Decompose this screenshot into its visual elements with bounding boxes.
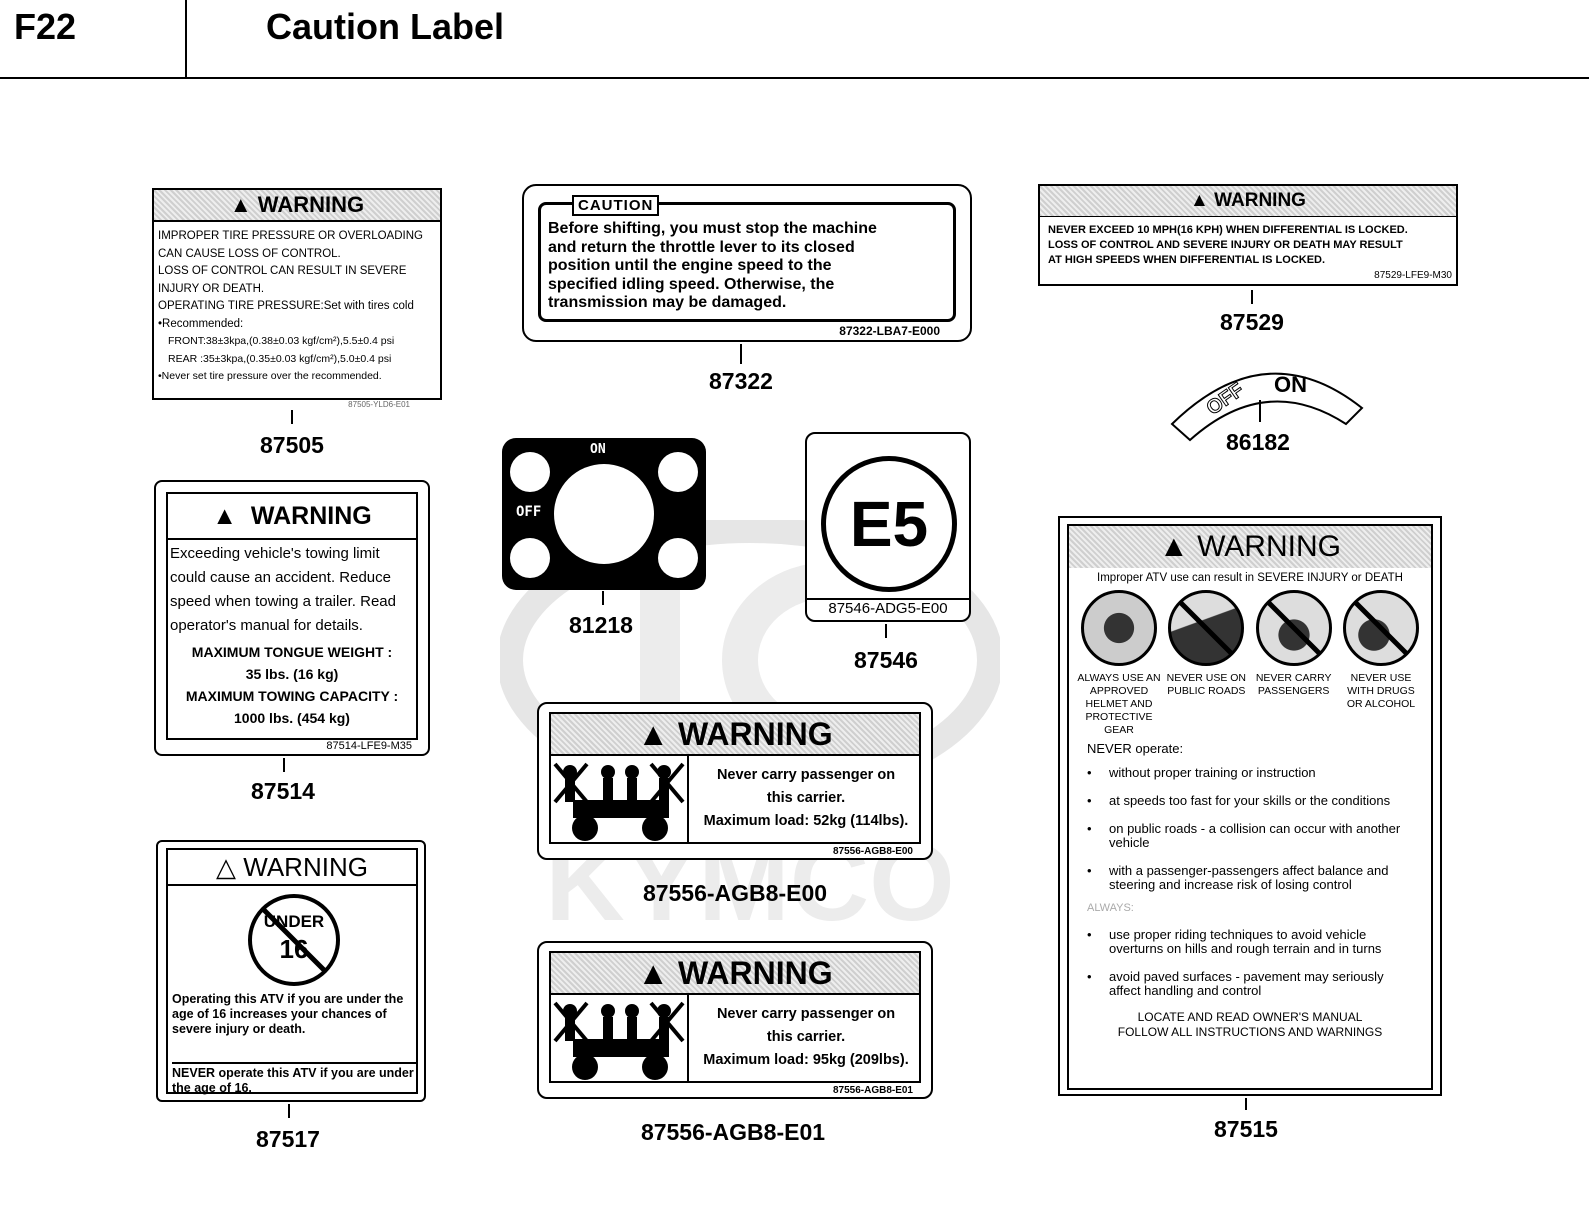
warning-triangle-icon: ▲: [637, 954, 678, 991]
hole: [658, 452, 698, 492]
label-81218: ON OFF: [502, 438, 706, 590]
inner-frame: ▲ WARNING Never carry passenger on this …: [549, 951, 921, 1083]
helmet-icon: [1081, 590, 1157, 666]
part-number: 87546: [854, 647, 918, 673]
label-87556-agb8-e01: ▲ WARNING Never carry passenger on this …: [537, 941, 933, 1099]
label-body: Never carry passenger on this carrier. M…: [703, 1006, 909, 1068]
part-number: 86182: [1226, 429, 1290, 455]
leader-line: [602, 591, 604, 605]
never-section: NEVER operate: •without proper training …: [1069, 741, 1431, 998]
part-number: 87556-AGB8-E01: [640, 1119, 826, 1145]
leader-line: [1245, 1098, 1247, 1110]
header-divider: [185, 0, 187, 78]
label-87515: ▲ WARNING Improper ATV use can result in…: [1058, 516, 1442, 1096]
passengers-item: NEVER CARRY PASSENGERS: [1252, 590, 1336, 737]
label-code: 87546-ADG5-E00: [807, 598, 969, 617]
label-87517: △ WARNING UNDER 16 Operating this ATV if…: [156, 840, 426, 1102]
warning-header: ▲ WARNING: [168, 494, 416, 540]
page-code: F22: [14, 6, 77, 47]
page-title: Caution Label: [266, 6, 505, 47]
leader-line: [1251, 290, 1253, 304]
caution-frame: [538, 202, 956, 322]
icon-row: ALWAYS USE AN APPROVED HELMET AND PROTEC…: [1069, 590, 1431, 737]
no-public-roads-icon: [1168, 590, 1245, 666]
part-number: 87556-AGB8-E00: [642, 880, 828, 906]
inner-frame: △ WARNING UNDER 16 Operating this ATV if…: [166, 848, 418, 1096]
always-title: ALWAYS:: [1087, 902, 1134, 914]
label-footer: LOCATE AND READ OWNER'S MANUAL FOLLOW AL…: [1117, 1010, 1383, 1039]
label-code: 87556-AGB8-E01: [832, 1085, 913, 1096]
label-code: 87322-LBA7-E000: [839, 324, 940, 338]
no-passengers-icon: [1255, 590, 1332, 666]
leader-line: [291, 410, 293, 424]
warning-triangle-icon: △: [216, 851, 244, 882]
center-hole: [554, 464, 654, 564]
warning-header: ▲ WARNING: [551, 953, 919, 995]
on-text: ON: [1274, 372, 1307, 397]
e5-mark: E5: [821, 456, 957, 592]
label-87556-agb8-e00: ▲ WARNING Never carry passenger on this …: [537, 702, 933, 860]
public-roads-item: NEVER USE ON PUBLIC ROADS: [1164, 590, 1248, 737]
label-86182: OFF ON: [1166, 362, 1366, 442]
label-body: IMPROPER TIRE PRESSURE OR OVERLOADING CA…: [158, 230, 423, 382]
part-number: 87505: [260, 432, 324, 458]
leader-line: [740, 344, 742, 364]
leader-line: [1259, 400, 1261, 422]
inner-frame: ▲ WARNING Never carry passenger on this …: [549, 712, 921, 844]
part-number: 81218: [569, 612, 633, 638]
caution-tag: CAUTION: [572, 195, 660, 216]
label-87514: ▲ WARNING Exceeding vehicle's towing lim…: [154, 480, 430, 756]
hole: [658, 538, 698, 578]
warning-triangle-icon: ▲: [1190, 190, 1215, 211]
warning-triangle-icon: ▲: [637, 715, 678, 752]
off-text: OFF: [516, 504, 542, 520]
leader-line: [288, 1104, 290, 1118]
label-code: 87505-YLD6-E01: [348, 400, 410, 409]
leader-line: [885, 624, 887, 638]
label-body: Never carry passenger on this carrier. M…: [703, 767, 909, 829]
part-number: 87517: [256, 1126, 320, 1152]
load-specs: MAXIMUM TONGUE WEIGHT : 35 lbs. (16 kg) …: [185, 644, 399, 726]
label-code: 87556-AGB8-E00: [832, 846, 913, 857]
part-number: 87322: [709, 368, 773, 394]
part-number: 87529: [1220, 309, 1284, 335]
warning-triangle-icon: ▲: [1159, 530, 1198, 563]
label-code: 87529-LFE9-M30: [1374, 270, 1452, 281]
inner-frame: ▲ WARNING Exceeding vehicle's towing lim…: [166, 492, 418, 740]
warning-triangle-icon: ▲: [229, 192, 258, 217]
warning-header: ▲ WARNING: [154, 190, 440, 222]
drugs-alcohol-item: NEVER USE WITH DRUGS OR ALCOHOL: [1339, 590, 1423, 737]
label-body: Before shifting, you must stop the machi…: [548, 220, 877, 311]
inner-frame: ▲ WARNING Improper ATV use can result in…: [1067, 524, 1433, 1090]
warning-triangle-icon: ▲: [212, 501, 251, 530]
warning-subtitle: Improper ATV use can result in SEVERE IN…: [1097, 572, 1403, 584]
on-text: ON: [590, 442, 606, 457]
no-drugs-alcohol-icon: [1342, 590, 1419, 666]
header-rule: [0, 77, 1589, 79]
label-body: Operating this ATV if you are under the …: [172, 992, 404, 1036]
label-code: 87514-LFE9-M35: [326, 740, 412, 752]
no-passenger-atv-icon: [551, 995, 689, 1083]
label-body: NEVER EXCEED 10 MPH(16 KPH) WHEN DIFFERE…: [1048, 224, 1408, 266]
part-number: 87515: [1214, 1116, 1278, 1142]
warning-header: △ WARNING: [168, 850, 416, 886]
label-87505: ▲ WARNING IMPROPER TIRE PRESSURE OR OVER…: [152, 188, 442, 400]
under-16-prohibited-icon: UNDER 16: [248, 894, 340, 986]
label-87546: E5 87546-ADG5-E00: [805, 432, 971, 622]
label-87322: CAUTION Before shifting, you must stop t…: [522, 184, 972, 342]
label-body: Exceeding vehicle's towing limit could c…: [170, 545, 396, 634]
label-87529: ▲ WARNING NEVER EXCEED 10 MPH(16 KPH) WH…: [1038, 184, 1458, 286]
hole: [510, 452, 550, 492]
warning-header: ▲ WARNING: [1040, 186, 1456, 217]
warning-header: ▲ WARNING: [551, 714, 919, 756]
helmet-gear-item: ALWAYS USE AN APPROVED HELMET AND PROTEC…: [1077, 590, 1161, 737]
leader-line: [283, 758, 285, 772]
warning-header: ▲ WARNING: [1069, 526, 1431, 568]
label-body-2: NEVER operate this ATV if you are under …: [172, 1062, 416, 1096]
hole: [510, 538, 550, 578]
never-title: NEVER operate:: [1087, 741, 1184, 756]
part-number: 87514: [251, 778, 315, 804]
no-passenger-atv-icon: [551, 756, 689, 844]
